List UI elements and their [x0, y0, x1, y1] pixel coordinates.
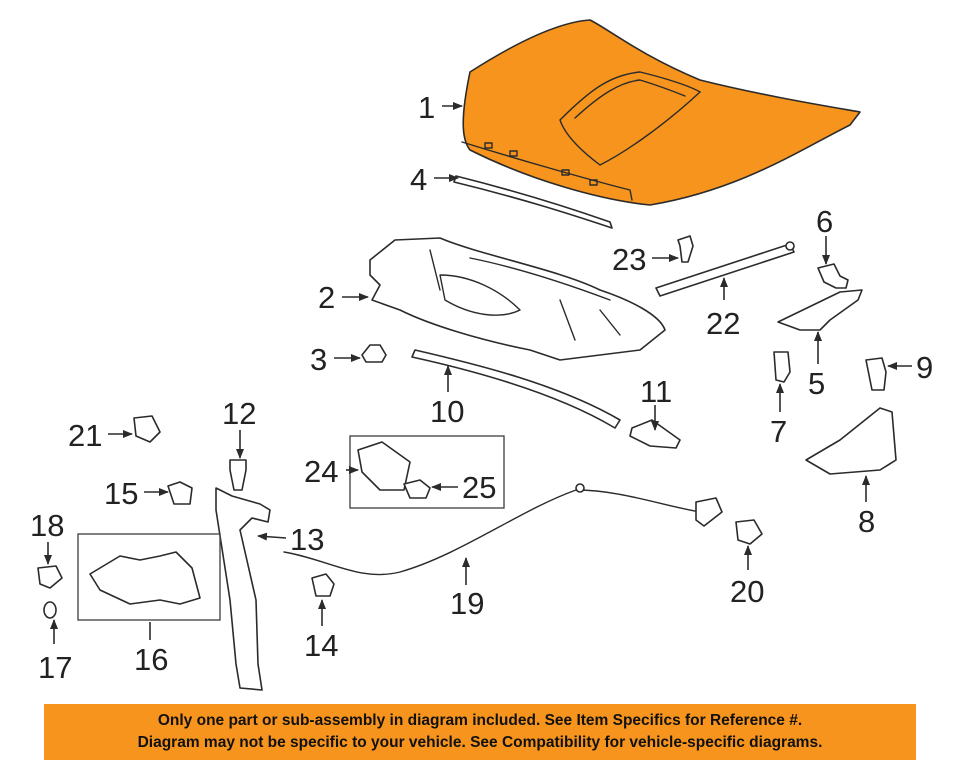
leader-lines — [44, 102, 912, 644]
grommet-17-part[interactable] — [43, 601, 57, 619]
callout-18: 18 — [30, 508, 64, 543]
callout-3: 3 — [310, 342, 327, 377]
callout-15: 15 — [104, 476, 138, 511]
nut-14-part[interactable] — [311, 573, 335, 597]
cable-bracket-part[interactable] — [215, 487, 271, 691]
callout-17: 17 — [38, 650, 72, 685]
callout-6: 6 — [816, 204, 833, 239]
callout-14: 14 — [304, 628, 338, 663]
release-handle-part[interactable] — [357, 441, 411, 491]
push-clip-part[interactable] — [361, 344, 387, 363]
hood-insulator-part[interactable] — [369, 237, 666, 361]
bolt-20-part[interactable] — [735, 519, 763, 545]
disclaimer-line-1: Only one part or sub-assembly in diagram… — [157, 712, 803, 729]
bracket-11-part[interactable] — [629, 419, 681, 449]
latch-bracket-part[interactable] — [777, 289, 863, 331]
callout-8: 8 — [858, 504, 875, 539]
callout-12: 12 — [222, 396, 256, 431]
callout-25: 25 — [462, 470, 496, 505]
callout-19: 19 — [450, 586, 484, 621]
callout-labels: 1 4 2 3 10 11 23 22 6 5 7 9 8 21 12 15 1… — [30, 90, 933, 685]
callout-4: 4 — [410, 162, 427, 197]
release-cable-part[interactable] — [283, 483, 723, 576]
callout-1: 1 — [418, 90, 435, 125]
callout-20: 20 — [730, 574, 764, 609]
callout-24: 24 — [304, 454, 338, 489]
callout-22: 22 — [706, 306, 740, 341]
latch-assembly-group — [77, 533, 221, 621]
lower-seal-part[interactable] — [411, 349, 621, 429]
bolt-25-part[interactable] — [403, 479, 431, 499]
prop-rod-part[interactable] — [655, 241, 795, 297]
hood-seal-part[interactable] — [453, 175, 613, 229]
disclaimer-banner: Only one part or sub-assembly in diagram… — [44, 704, 916, 760]
bolt-12-part[interactable] — [229, 459, 247, 491]
callout-9: 9 — [916, 350, 933, 385]
callout-16: 16 — [134, 642, 168, 677]
callout-5: 5 — [808, 366, 825, 401]
bolt-18-part[interactable] — [37, 565, 63, 589]
stud-7-part[interactable] — [773, 351, 791, 383]
hood-part[interactable] — [461, 19, 861, 206]
callout-11: 11 — [640, 374, 672, 409]
bolt-15-part[interactable] — [167, 481, 193, 505]
callout-2: 2 — [318, 280, 335, 315]
latch-assembly-part[interactable] — [89, 551, 201, 605]
callout-7: 7 — [770, 414, 787, 449]
striker-part[interactable] — [805, 407, 897, 475]
bolt-9-part[interactable] — [865, 357, 887, 391]
callout-21: 21 — [68, 418, 102, 453]
pin-23-part[interactable] — [677, 235, 694, 263]
callout-10: 10 — [430, 394, 464, 429]
callout-23: 23 — [612, 242, 646, 277]
bolt-6-part[interactable] — [817, 263, 849, 289]
disclaimer-line-2: Diagram may not be specific to your vehi… — [137, 734, 823, 751]
callout-13: 13 — [290, 522, 324, 557]
clip-21-part[interactable] — [133, 415, 161, 443]
